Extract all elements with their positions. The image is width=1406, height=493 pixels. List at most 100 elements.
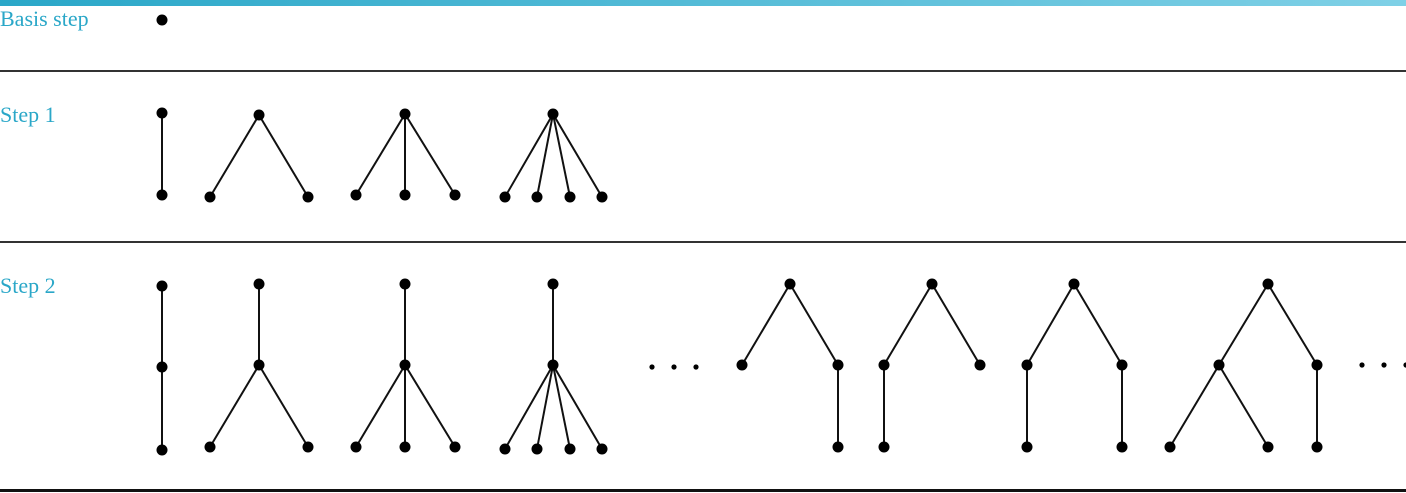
divider-line — [0, 70, 1406, 72]
ellipsis-dot — [1403, 362, 1406, 368]
ellipsis-dot — [1359, 362, 1365, 368]
ellipsis-dot — [671, 364, 677, 370]
tree-vertex — [156, 280, 168, 292]
tree-edge — [931, 283, 981, 366]
tree-edge — [536, 113, 554, 198]
tree-vertex — [253, 109, 265, 121]
tree-edge — [504, 113, 554, 198]
tree-vertex — [302, 441, 314, 453]
tree-vertex — [1116, 441, 1128, 453]
tree-vertex — [499, 443, 511, 455]
tree-edge — [883, 283, 933, 366]
tree-vertex — [736, 359, 748, 371]
step-1-label: Step 1 — [0, 102, 56, 127]
tree-vertex — [878, 359, 890, 371]
tree-vertex — [1116, 359, 1128, 371]
step2-tree-8 — [1164, 278, 1323, 453]
tree-vertex — [564, 443, 576, 455]
tree-vertex — [156, 107, 168, 119]
tree-edge — [258, 114, 309, 198]
tree-edge — [1218, 283, 1269, 366]
tree-vertex — [531, 191, 543, 203]
tree-vertex — [1262, 278, 1274, 290]
step2-tree-6 — [878, 278, 986, 453]
top-accent-bar — [0, 0, 1406, 6]
tree-edge — [1169, 364, 1220, 448]
tree-vertex — [156, 361, 168, 373]
tree-vertex — [1068, 278, 1080, 290]
tree-edge — [1218, 364, 1269, 448]
tree-vertex — [399, 108, 411, 120]
tree-vertex — [156, 189, 168, 201]
tree-edge — [258, 364, 309, 448]
tree-edge — [355, 113, 406, 196]
tree-vertex — [974, 359, 986, 371]
tree-vertex — [596, 443, 608, 455]
tree-edge — [1267, 283, 1318, 366]
tree-vertex — [596, 191, 608, 203]
tree-edge — [209, 114, 260, 198]
tree-edge — [355, 364, 406, 448]
tree-vertex — [350, 441, 362, 453]
ellipsis-dot — [693, 364, 699, 370]
tree-edge — [741, 283, 791, 366]
tree-vertex — [926, 278, 938, 290]
tree-vertex — [1021, 441, 1033, 453]
tree-vertex — [547, 278, 559, 290]
ellipsis-dot — [649, 364, 655, 370]
tree-vertex — [1021, 359, 1033, 371]
step2-tree-4 — [499, 278, 608, 455]
tree-edge — [1026, 283, 1075, 366]
tree-vertex — [350, 189, 362, 201]
tree-vertex — [1213, 359, 1225, 371]
step1-tree-1 — [156, 107, 168, 201]
step1-tree-2 — [204, 109, 314, 203]
tree-vertex — [564, 191, 576, 203]
step2-tree-1 — [156, 280, 168, 456]
tree-vertex — [399, 441, 411, 453]
tree-vertex — [547, 108, 559, 120]
tree-vertex — [784, 278, 796, 290]
tree-edge — [404, 364, 456, 448]
ellipsis-middle — [649, 364, 699, 370]
tree-edge — [209, 364, 260, 448]
tree-vertex — [499, 191, 511, 203]
tree-edge — [552, 113, 603, 198]
tree-vertex — [878, 441, 890, 453]
divider-line — [0, 489, 1406, 492]
tree-edge — [552, 364, 571, 450]
tree-vertex — [832, 441, 844, 453]
tree-vertex — [832, 359, 844, 371]
step1-tree-3 — [350, 108, 461, 201]
tree-vertex — [253, 359, 265, 371]
tree-edge — [789, 283, 839, 366]
step2-tree-5 — [736, 278, 844, 453]
tree-vertex — [399, 278, 411, 290]
step1-tree-4 — [499, 108, 608, 203]
tree-edge — [552, 364, 603, 450]
tree-edge — [536, 364, 554, 450]
tree-vertex — [156, 444, 168, 456]
tree-edge — [552, 113, 571, 198]
step-2-label: Step 2 — [0, 273, 56, 298]
tree-vertex — [1311, 359, 1323, 371]
ellipsis-dot — [1381, 362, 1387, 368]
tree-vertex — [204, 441, 216, 453]
tree-vertex — [449, 189, 461, 201]
ellipsis-end — [1359, 362, 1406, 368]
tree-vertex — [399, 189, 411, 201]
tree-vertex — [449, 441, 461, 453]
step2-tree-2 — [204, 278, 314, 453]
tree-vertex — [531, 443, 543, 455]
step2-tree-7 — [1021, 278, 1128, 453]
basis-tree — [156, 14, 168, 26]
tree-vertex — [547, 359, 559, 371]
tree-vertex — [204, 191, 216, 203]
tree-vertex — [1311, 441, 1323, 453]
tree-edge — [404, 113, 456, 196]
tree-edge — [504, 364, 554, 450]
basis-step-label: Basis step — [0, 6, 89, 31]
tree-vertex — [399, 359, 411, 371]
divider-line — [0, 241, 1406, 243]
